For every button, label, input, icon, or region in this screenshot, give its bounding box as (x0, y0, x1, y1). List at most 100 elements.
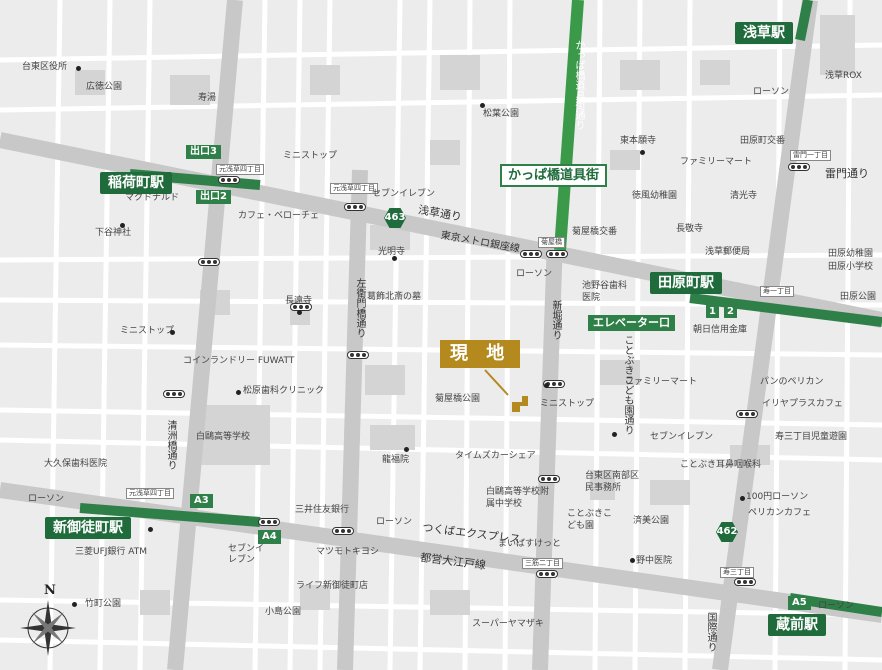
poi-label: 白鷗高等学校 (196, 432, 251, 442)
poi-dot-icon (404, 447, 409, 452)
poi-label: 大久保歯科医院 (44, 459, 108, 469)
poi-dot-icon (72, 602, 77, 607)
poi-label: パンのペリカン (760, 377, 824, 387)
poi-label: ローソン (376, 517, 413, 527)
station-asakusa: 浅草駅 (735, 22, 793, 44)
station-inaricho: 稲荷町駅 (100, 172, 172, 194)
poi-label: 白鷗高等学校附属中学校 (486, 487, 550, 509)
poi-label: 長遠寺 (285, 296, 313, 306)
poi-label: 菊屋橋交番 (572, 227, 618, 237)
poi-label: 小島公園 (265, 607, 302, 617)
poi-label: 三井住友銀行 (295, 505, 350, 515)
poi-label: イリヤプラスカフェ (762, 399, 843, 409)
traffic-signal-icon (347, 351, 369, 359)
poi-label: 寿湯 (198, 93, 217, 103)
poi-label: ことぶきこども園 (567, 509, 613, 531)
poi-label: 100円ローソン (746, 492, 809, 502)
traffic-signal-icon (218, 176, 240, 184)
kappabashi-label: かっぱ橋道具街 (500, 164, 608, 187)
poi-dot-icon (170, 330, 175, 335)
address-tag: 菊屋橋 (538, 237, 565, 248)
poi-label: 寿三丁目児童遊園 (775, 432, 848, 442)
traffic-signal-icon (736, 410, 758, 418)
traffic-signal-icon (332, 527, 354, 535)
poi-label: 浅草郵便局 (705, 247, 751, 257)
poi-dot-icon (480, 103, 485, 108)
poi-label: ローソン (753, 87, 790, 97)
poi-label: ことぶき耳鼻咽喉科 (680, 460, 762, 470)
poi-label: まいばすけっと (498, 539, 562, 549)
poi-label: セブンイレブン (228, 544, 265, 565)
poi-label: コインランドリー FUWATT (183, 356, 295, 366)
poi-label: ペリカンカフェ (748, 508, 812, 518)
poi-dot-icon (148, 527, 153, 532)
poi-label: 池野谷歯科医院 (582, 281, 628, 303)
site-label: 現 地 (440, 340, 521, 368)
kappabashi-dori-label: かっぱ橋道具街通り (573, 40, 584, 130)
site-marker-icon (512, 396, 528, 412)
exit-elevator: エレベーター口 (588, 315, 675, 331)
route-shield-462: 462 (716, 522, 738, 542)
poi-label: 三菱UFJ銀行 ATM (75, 547, 148, 557)
poi-label: ミニストップ (120, 326, 175, 336)
traffic-signal-icon (734, 578, 756, 586)
address-tag: 三筋二丁目 (522, 558, 563, 569)
poi-label: ファミリーマート (625, 377, 698, 387)
kotobuki-kodomo-dori-label: ことぶきこども園通り (622, 335, 633, 435)
poi-label: ローソン (516, 269, 553, 279)
traffic-signal-icon (258, 518, 280, 526)
exit-deguchi2: 出口2 (196, 190, 231, 204)
poi-label: 田原幼稚園 (828, 249, 874, 259)
poi-label: ローソン (28, 494, 65, 504)
saemonbashi-dori-label: 左衛門橋通り (354, 278, 365, 338)
poi-label: ミニストップ (540, 399, 595, 409)
poi-label: 清光寺 (730, 191, 758, 201)
address-tag: 寿一丁目 (760, 286, 794, 297)
poi-label: 長敬寺 (676, 224, 704, 234)
poi-label: ローソン (818, 601, 855, 611)
poi-label: 朝日信用金庫 (693, 325, 748, 335)
poi-label: 松葉公園 (483, 109, 520, 119)
station-shin-okachimachi: 新御徒町駅 (45, 517, 131, 539)
poi-dot-icon (740, 496, 745, 501)
poi-label: 光明寺 (378, 247, 406, 257)
route-shield-463: 463 (384, 208, 406, 228)
poi-label: 龍福院 (382, 455, 410, 465)
poi-label: セブンイレブン (372, 189, 436, 199)
poi-label: 台東区南部区民事務所 (585, 471, 640, 493)
poi-dot-icon (236, 390, 241, 395)
compass-n-label: N (44, 583, 56, 598)
poi-dot-icon (640, 150, 645, 155)
kokusai-dori-label: 国際通り (705, 612, 716, 652)
exit-a5: A5 (788, 596, 811, 610)
address-tag: 元浅草四丁目 (330, 183, 378, 194)
poi-dot-icon (392, 256, 397, 261)
traffic-signal-icon (788, 163, 810, 171)
poi-dot-icon (544, 383, 549, 388)
poi-label: 松原歯科クリニック (243, 386, 325, 396)
poi-label: マツモトキヨシ (316, 547, 380, 557)
poi-label: 下谷神社 (95, 228, 132, 238)
poi-label: セブンイレブン (650, 432, 714, 442)
exit-a3: A3 (190, 494, 213, 508)
exit-1: 1 (706, 305, 719, 318)
poi-dot-icon (297, 310, 302, 315)
compass-rose-icon (20, 600, 76, 656)
exit-deguchi3: 出口3 (186, 145, 221, 159)
exit-a4: A4 (258, 530, 281, 544)
address-tag: 寿三丁目 (720, 567, 754, 578)
poi-label: 野中医院 (636, 556, 673, 566)
traffic-signal-icon (546, 250, 568, 258)
poi-label: ライフ新御徒町店 (296, 581, 369, 591)
poi-label: 広徳公園 (86, 82, 123, 92)
poi-label: 菊屋橋公園 (435, 394, 481, 404)
traffic-signal-icon (163, 390, 185, 398)
poi-label: ファミリーマート (680, 157, 753, 167)
poi-label: マクドナルド (125, 193, 180, 203)
poi-label: 東本願寺 (620, 136, 657, 146)
traffic-signal-icon (536, 570, 558, 578)
poi-label: 竹町公園 (85, 599, 122, 609)
poi-dot-icon (612, 432, 617, 437)
poi-label: 田原公園 (840, 292, 877, 302)
